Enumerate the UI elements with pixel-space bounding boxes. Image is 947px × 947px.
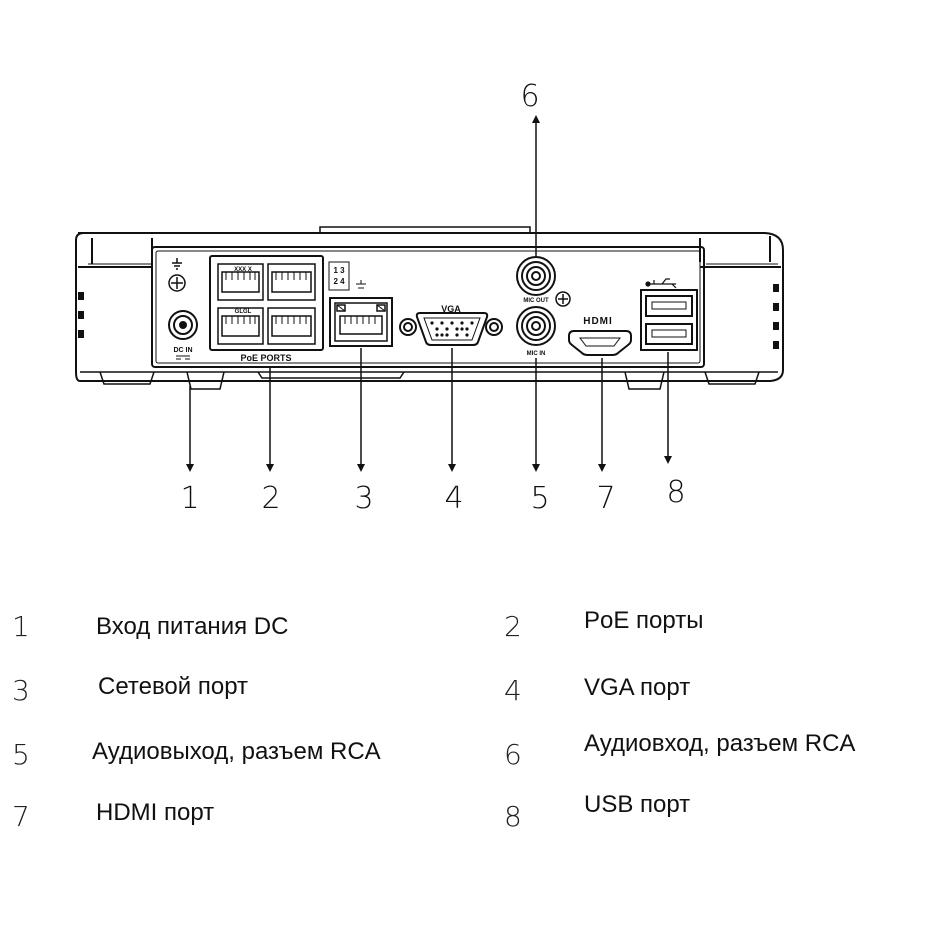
- legend-text-3: Сетевой порт: [98, 673, 249, 700]
- callout-number-6: 6: [520, 79, 539, 114]
- legend-text-5: Аудиовыход, разъем RCA: [92, 738, 381, 765]
- vga-pins: [430, 321, 474, 337]
- legend-num-7: 7: [12, 800, 30, 833]
- network-port: [329, 280, 393, 347]
- poe-ports-block: [209, 255, 324, 351]
- poe-bottom-mark: GLGL: [235, 309, 252, 315]
- legend-text-7: HDMI порт: [96, 799, 215, 826]
- callout-number-5: 5: [530, 481, 549, 516]
- legend-text-6: Аудиовход, разъем RCA: [584, 730, 856, 757]
- dc-polarity-icon: [176, 355, 190, 360]
- hdmi-label: HDMI: [583, 316, 613, 327]
- poe-top-mark: XXX X: [234, 267, 252, 273]
- mic-out-rca: [516, 256, 556, 296]
- callout-number-4: 4: [444, 481, 463, 516]
- legend-num-2: 2: [504, 610, 522, 643]
- side-vents: [78, 284, 779, 349]
- callout-number-1: 1: [180, 481, 199, 516]
- legend-text-8: USB порт: [584, 791, 691, 818]
- callout-number-8: 8: [666, 475, 685, 510]
- usb-ports: [640, 289, 698, 351]
- legend-text-2: PoE порты: [584, 607, 704, 634]
- dc-in-connector: [168, 310, 198, 340]
- legend-num-8: 8: [504, 800, 522, 833]
- legend-num-6: 6: [504, 738, 522, 771]
- legend-num-4: 4: [504, 674, 522, 707]
- ground-screw-icon: [555, 291, 571, 307]
- ground-icon: [168, 258, 186, 292]
- dc-in-label: DC IN: [173, 347, 192, 354]
- device-feet: [99, 371, 760, 390]
- vga-label: VGA: [441, 304, 461, 314]
- callout-number-7: 7: [596, 481, 615, 516]
- mic-in-rca: [516, 306, 556, 346]
- legend-num-3: 3: [12, 674, 30, 707]
- poe-ports-label: PoE PORTS: [240, 353, 291, 363]
- legend-text-1: Вход питания DC: [96, 613, 289, 640]
- port-number-box: [328, 261, 350, 291]
- vga-connector: [399, 312, 503, 346]
- hdmi-connector: [568, 330, 632, 356]
- port-numbers-top: 1 3: [333, 266, 345, 275]
- legend-num-5: 5: [12, 738, 30, 771]
- callout-lines: [186, 115, 672, 472]
- device-body: [75, 232, 784, 382]
- legend-text-4: VGA порт: [584, 674, 691, 701]
- port-numbers-bottom: 2 4: [333, 277, 345, 286]
- mic-out-label: MIC OUT: [523, 298, 549, 304]
- callout-number-2: 2: [261, 481, 280, 516]
- mic-in-label: MIC IN: [527, 351, 546, 357]
- legend-num-1: 1: [12, 610, 30, 643]
- callout-number-3: 3: [354, 481, 373, 516]
- usb-symbol-icon: [645, 278, 677, 289]
